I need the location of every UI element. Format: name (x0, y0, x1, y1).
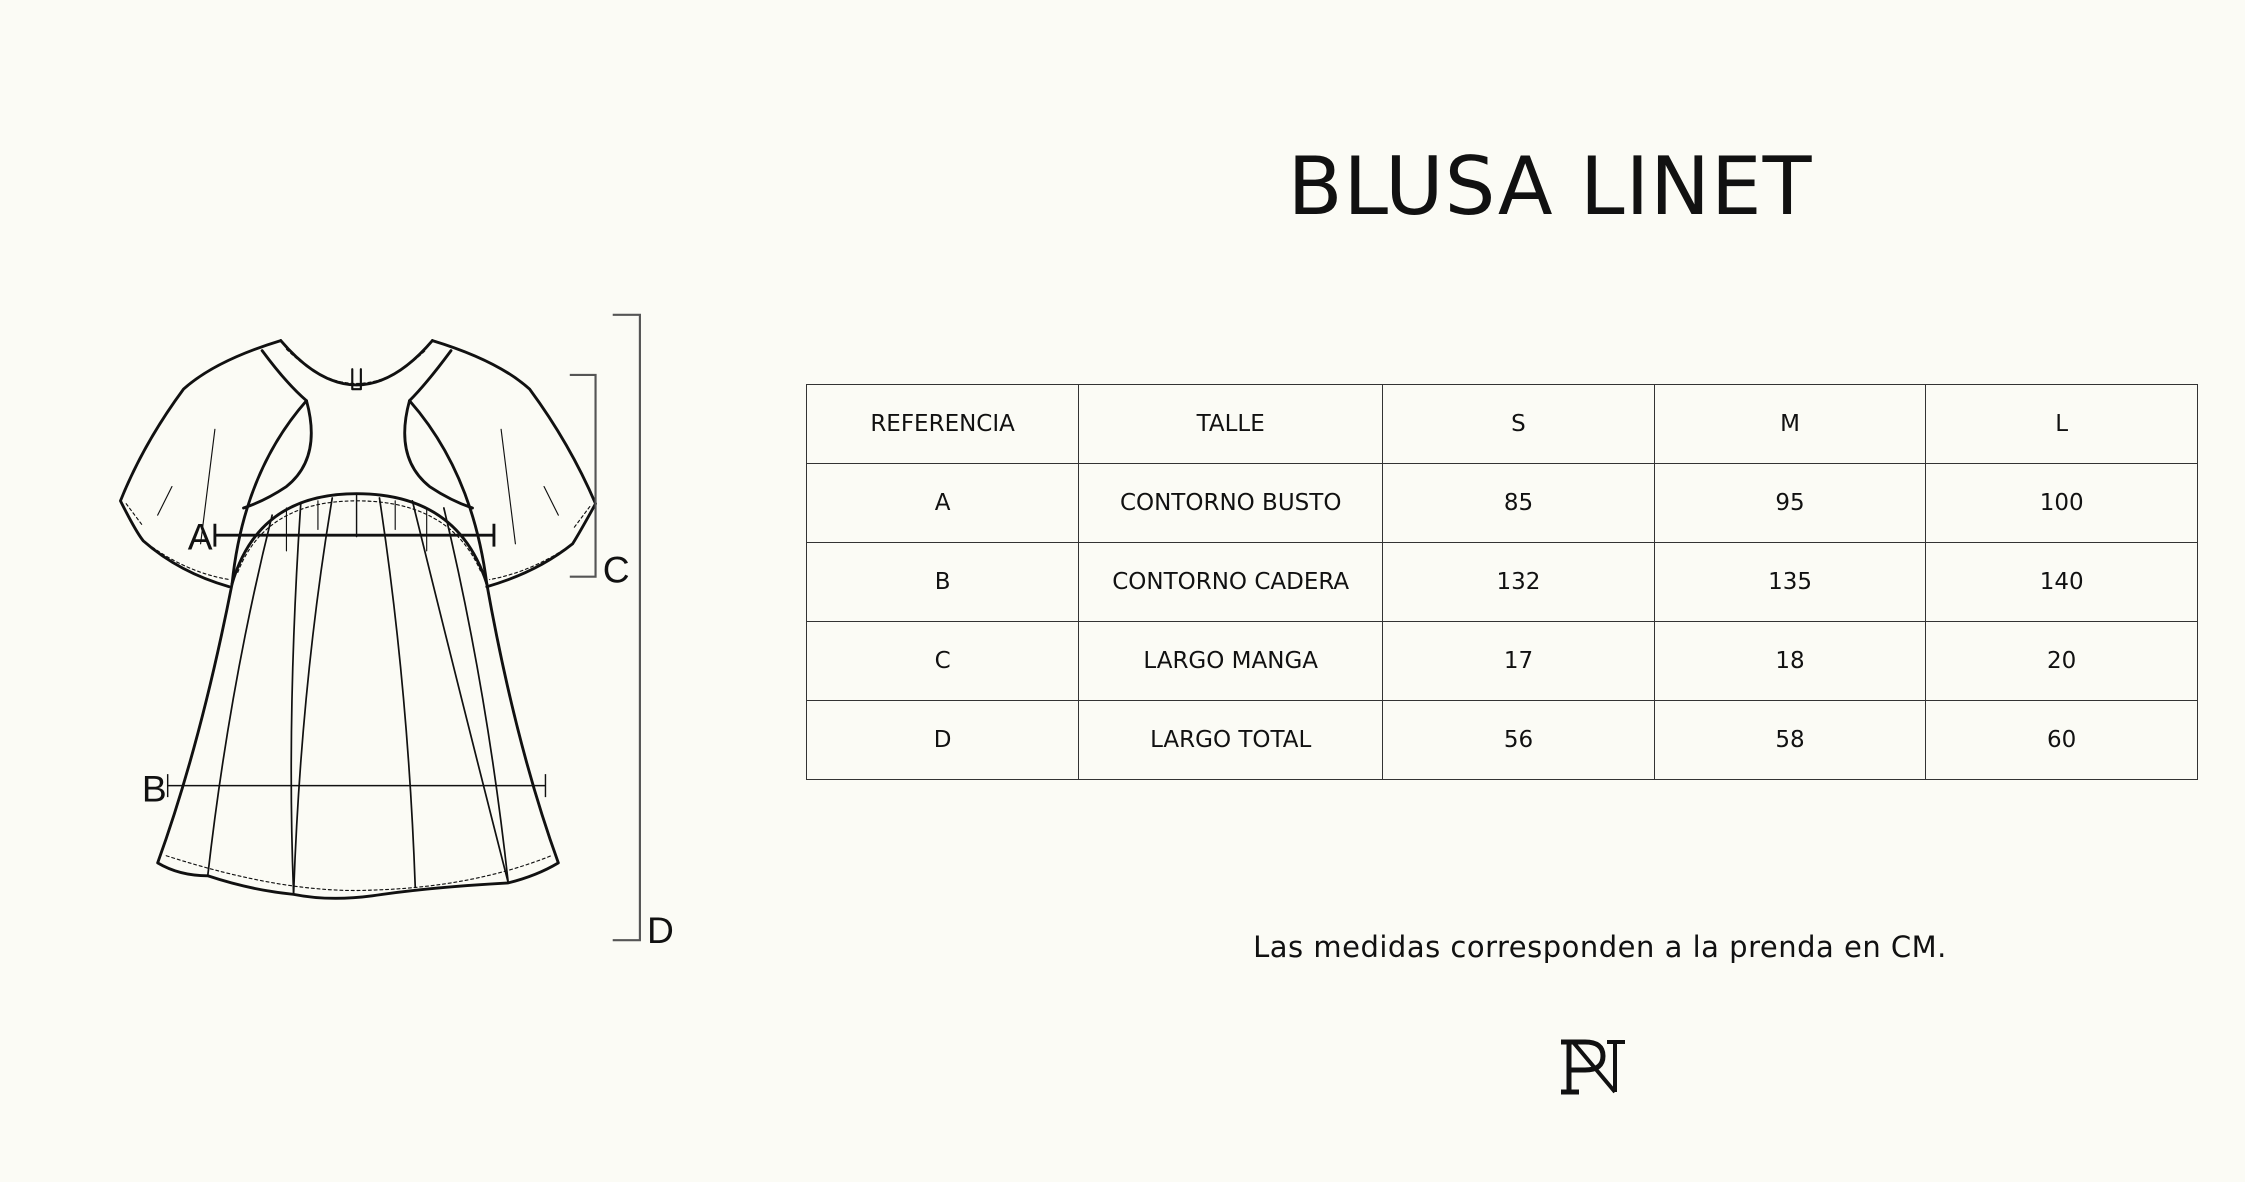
size-table: REFERENCIA TALLE S M L A CONTORNO BUSTO … (805, 384, 2198, 780)
table-row: B CONTORNO CADERA 132 135 140 (805, 542, 2198, 622)
header-cell: L (1925, 384, 2198, 464)
table-cell: 17 (1382, 621, 1655, 701)
measurement-note: Las medidas corresponden a la prenda en … (1253, 930, 1947, 964)
header-cell: REFERENCIA (805, 384, 1080, 464)
table-cell: 140 (1925, 542, 2198, 622)
measure-bracket-d (612, 313, 641, 942)
header-cell: S (1382, 384, 1655, 464)
table-cell: 56 (1382, 700, 1655, 780)
logo-letter-p (1561, 1039, 1606, 1095)
table-cell: D (805, 700, 1080, 780)
table-cell: 18 (1653, 621, 1927, 701)
page-title: BLUSA LINET (1287, 140, 1813, 233)
table-cell: 60 (1925, 700, 2198, 780)
table-cell: 95 (1653, 463, 1927, 543)
right-sleeve (430, 339, 597, 589)
measure-bracket-c (569, 373, 597, 578)
label-a: A (188, 516, 213, 558)
table-cell: 20 (1925, 621, 2198, 701)
header-cell: M (1653, 384, 1927, 464)
table-row: C LARGO MANGA 17 18 20 (805, 621, 2198, 701)
header-cell: TALLE (1078, 384, 1384, 464)
table-cell: 85 (1382, 463, 1655, 543)
table-cell: CONTORNO CADERA (1078, 542, 1384, 622)
measure-line-a (213, 523, 496, 547)
table-cell: 100 (1925, 463, 2198, 543)
body (156, 582, 560, 900)
left-sleeve (119, 339, 283, 589)
label-d: D (647, 909, 674, 951)
label-b: B (142, 767, 167, 809)
table-cell: C (805, 621, 1080, 701)
yoke (230, 492, 489, 586)
table-cell: CONTORNO BUSTO (1078, 463, 1384, 543)
logo-letter-n (1565, 1040, 1625, 1094)
neckline (279, 339, 434, 387)
table-cell: LARGO TOTAL (1078, 700, 1384, 780)
table-cell: LARGO MANGA (1078, 621, 1384, 701)
brand-logo (1561, 1039, 1625, 1095)
table-cell: A (805, 463, 1080, 543)
table-cell: B (805, 542, 1080, 622)
table-row: A CONTORNO BUSTO 85 95 100 (805, 463, 2198, 543)
table-row: D LARGO TOTAL 56 58 60 (805, 700, 2198, 780)
table-cell: 58 (1653, 700, 1927, 780)
table-cell: 135 (1653, 542, 1927, 622)
measure-line-b (166, 774, 547, 798)
table-header-row: REFERENCIA TALLE S M L (805, 384, 2198, 464)
garment-technical-drawing: A B C D (119, 313, 674, 951)
label-c: C (603, 548, 630, 590)
table-cell: 132 (1382, 542, 1655, 622)
